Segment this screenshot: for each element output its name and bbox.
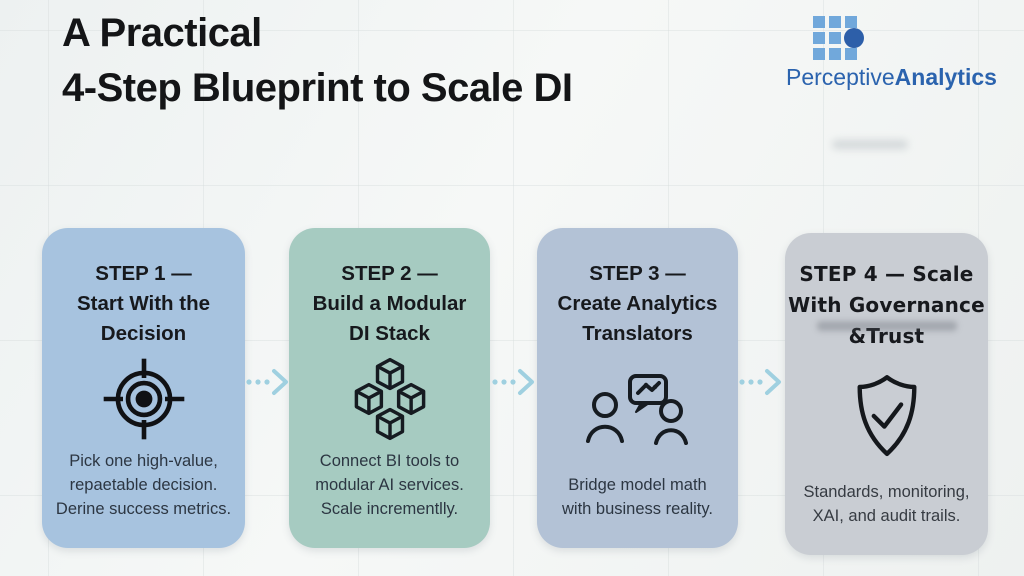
step-1-title: STEP 1 — Start With the Decision [76, 262, 211, 345]
logo-grid-icon [813, 16, 864, 60]
shield-check-icon [847, 352, 927, 480]
cubes-icon [342, 349, 438, 449]
logo-text-analytics: Analytics [894, 64, 997, 90]
target-icon [102, 349, 186, 449]
background-smudge [832, 140, 908, 149]
step-1-description: Pick one high-value, repaetable decision… [55, 452, 232, 518]
logo-text-perceptive: Perceptive [786, 64, 895, 90]
arrow-step2-step3 [492, 369, 534, 395]
step-4-title: STEP 4 — Scale With Governance &Trust [788, 262, 985, 348]
step-2-description: Connect BI tools to modular AI services.… [315, 452, 464, 518]
arrow-step1-step2 [246, 369, 288, 395]
perceptive-analytics-logo: PerceptiveAnalytics [786, 16, 1006, 149]
page-title: A Practical 4-Step Blueprint to Scale DI [62, 11, 573, 110]
logo-wordmark: PerceptiveAnalytics [786, 64, 1006, 91]
step-2-card: STEP 2 — Build a Modular DI Stack Connec… [289, 228, 490, 548]
step-4-description: Standards, monitoring, XAI, and audit tr… [803, 483, 970, 525]
arrow-step3-step4 [739, 369, 781, 395]
step-4-card: STEP 4 — Scale With Governance &Trust St… [785, 233, 988, 555]
people-chat-icon [583, 349, 693, 473]
step-3-card: STEP 3 — Create Analytics Translators Br… [537, 228, 738, 548]
step-1-card: STEP 1 — Start With the Decision Pick on… [42, 228, 245, 548]
step-3-title: STEP 3 — Create Analytics Translators [557, 262, 718, 345]
step-2-title: STEP 2 — Build a Modular DI Stack [312, 262, 467, 345]
step-3-description: Bridge model math with business reality. [561, 476, 713, 518]
ghost-text-artifact [817, 321, 957, 331]
